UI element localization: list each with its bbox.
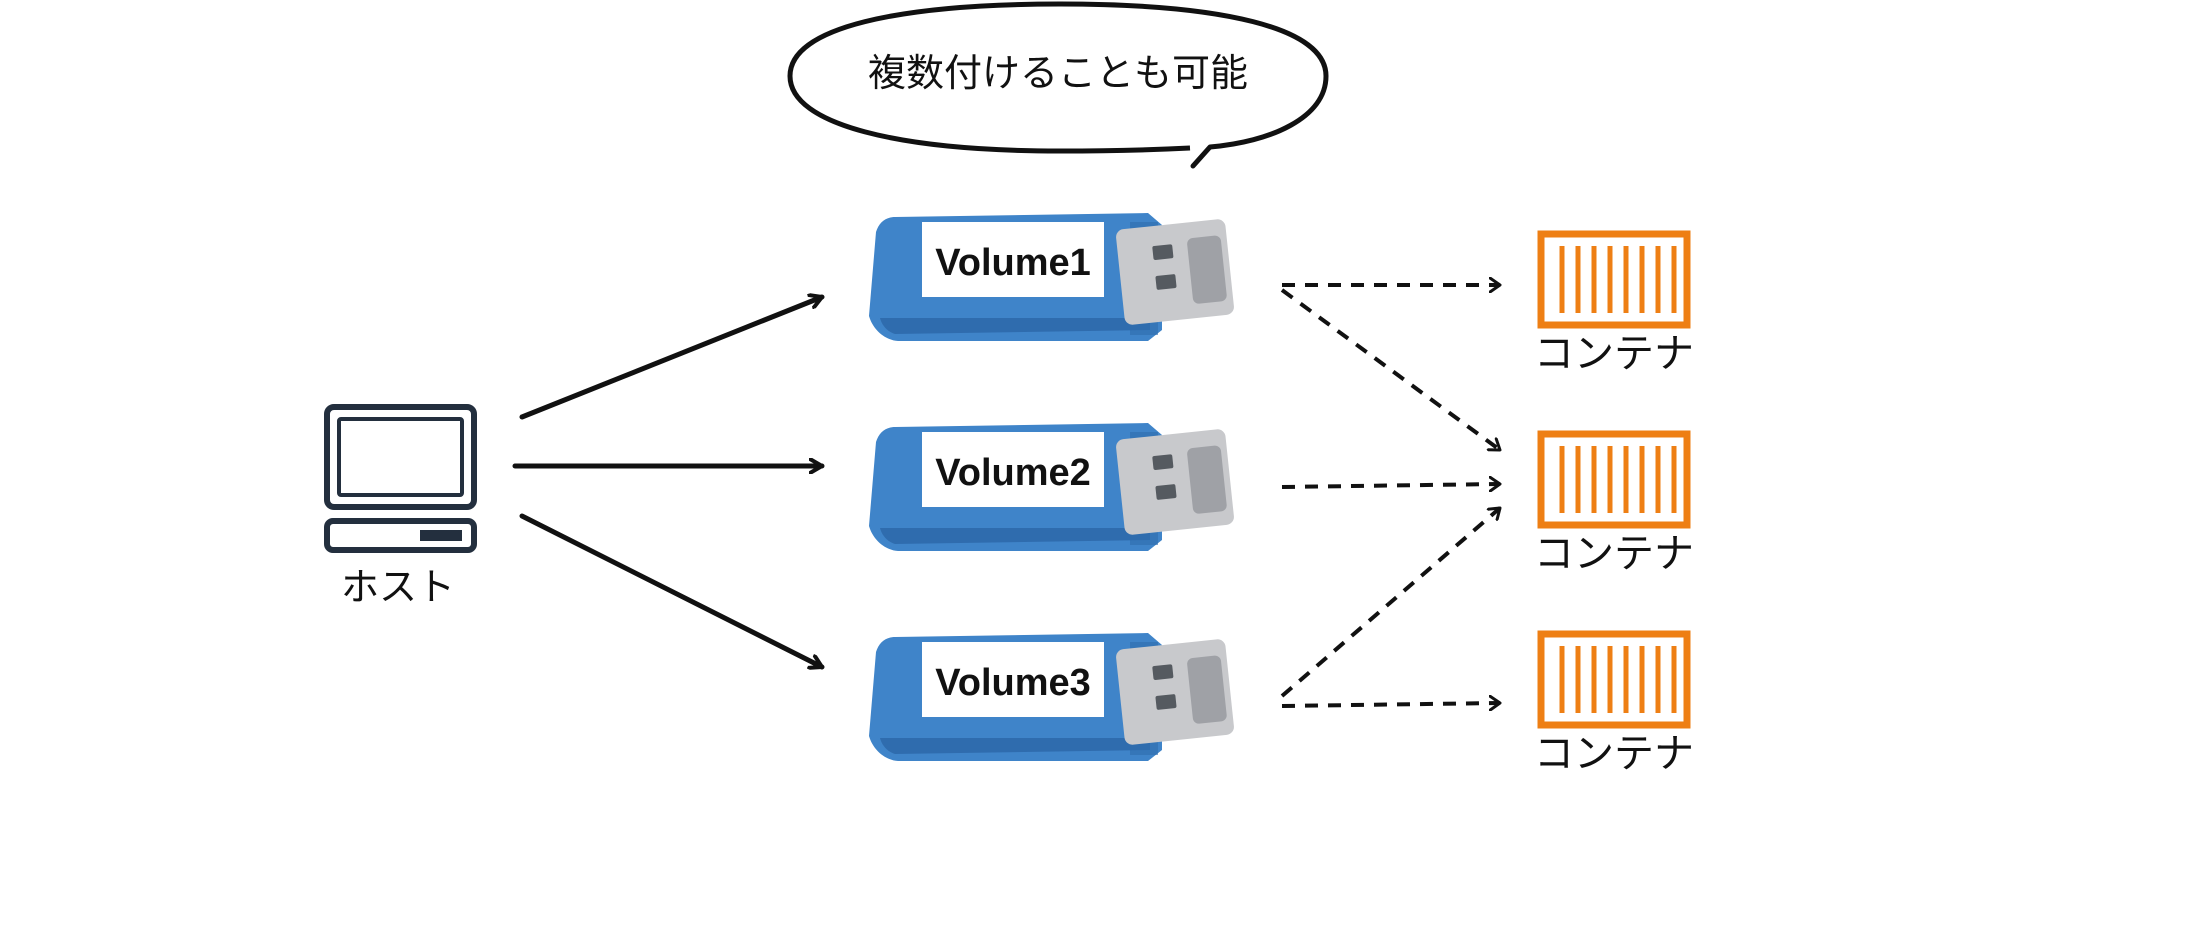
volume-node-2: Volume2: [869, 423, 1234, 551]
container-label: コンテナ: [1534, 731, 1694, 777]
container-node-1: コンテナ: [1534, 230, 1694, 377]
usb-drive-icon: [869, 423, 1234, 551]
volume-label: Volume1: [935, 242, 1091, 284]
volume-node-3: Volume3: [869, 633, 1234, 761]
mount-volume2-container2: [1281, 484, 1500, 487]
mount-arrows: [1280, 285, 1500, 706]
mount-volume3-container3: [1281, 703, 1500, 706]
container-icon: [1537, 430, 1691, 529]
desktop-computer-icon: [324, 404, 477, 553]
container-icon: [1537, 630, 1691, 729]
host-node: ホスト: [324, 404, 477, 609]
arrow-host-volume1: [519, 297, 825, 420]
arrow-host-volume3: [519, 513, 825, 667]
mount-volume1-container2: [1280, 288, 1500, 452]
volume-label: Volume2: [935, 452, 1091, 494]
container-node-2: コンテナ: [1534, 430, 1694, 577]
callout-text: 複数付けることも可能: [868, 51, 1248, 95]
volume-label: Volume3: [935, 662, 1091, 704]
mount-volume3-container2: [1280, 506, 1500, 698]
usb-drive-icon: [869, 213, 1234, 341]
container-label: コンテナ: [1534, 531, 1694, 577]
callout-bubble: 複数付けることも可能: [787, 1, 1329, 169]
volume-node-1: Volume1: [869, 213, 1234, 341]
usb-drive-icon: [869, 633, 1234, 761]
host-label: ホスト: [341, 565, 455, 609]
container-node-3: コンテナ: [1534, 630, 1694, 777]
container-icon: [1537, 230, 1691, 329]
host-arrows: [512, 297, 825, 667]
container-label: コンテナ: [1534, 331, 1694, 377]
